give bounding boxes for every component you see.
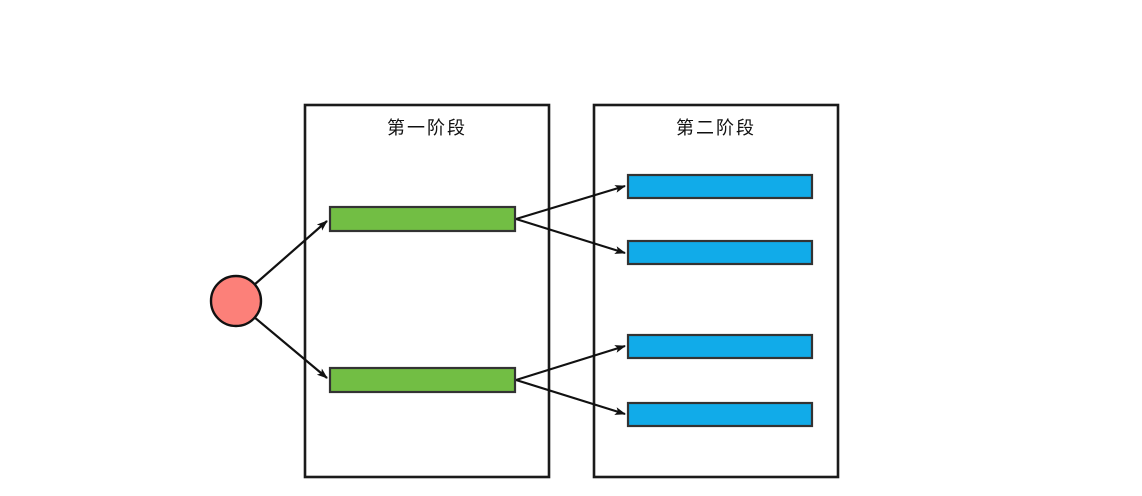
- stage-one-bars-group: [328, 205, 517, 394]
- source-node[interactable]: [209, 274, 263, 328]
- connector-stage-one-bar-1-to-stage-two-bar-2: [515, 217, 626, 255]
- connector-source-to-stage-one-bar-1: [253, 220, 328, 286]
- connectors-group: [253, 184, 626, 416]
- stage-two-bars-group: [626, 173, 814, 428]
- panel-stage-one-title: 第一阶段: [387, 118, 467, 139]
- stage-two-bar-1[interactable]: [626, 173, 814, 200]
- stage-one-bar-2[interactable]: [328, 366, 517, 394]
- stage-two-bar-3[interactable]: [626, 333, 814, 360]
- connector-stage-one-bar-1-to-stage-two-bar-1: [515, 184, 626, 221]
- connector-stage-one-bar-2-to-stage-two-bar-3: [515, 344, 626, 382]
- panel-stage-one: [303, 103, 551, 479]
- stage-one-bar-1[interactable]: [328, 205, 517, 233]
- stage-two-bar-4[interactable]: [626, 401, 814, 428]
- connector-source-to-stage-one-bar-2: [253, 316, 328, 379]
- stage-labels-group: 第一阶段 第二阶段: [387, 118, 756, 139]
- stage-two-bar-2[interactable]: [626, 239, 814, 266]
- connector-stage-one-bar-2-to-stage-two-bar-4: [515, 378, 626, 416]
- panel-stage-two-title: 第二阶段: [676, 118, 756, 139]
